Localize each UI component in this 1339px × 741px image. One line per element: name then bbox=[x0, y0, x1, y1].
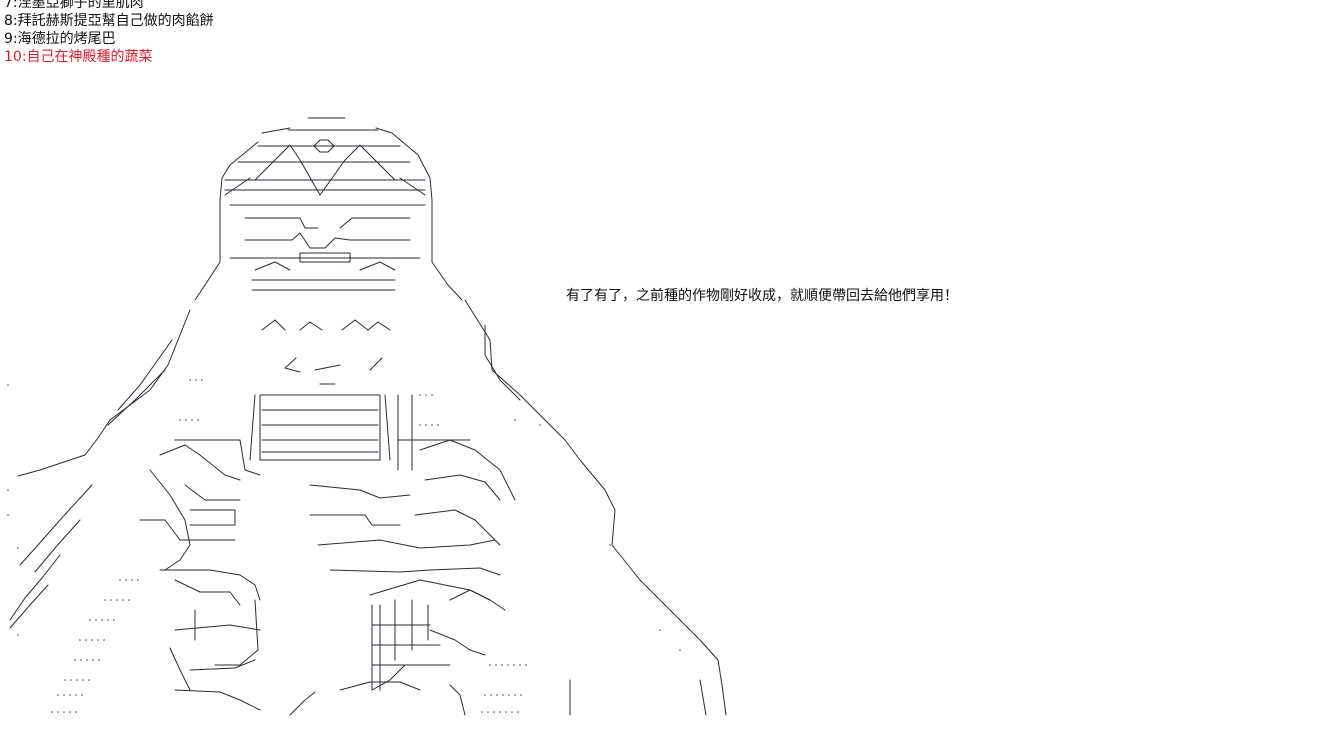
stipple-texture bbox=[7, 379, 681, 713]
legs bbox=[194, 599, 571, 716]
face bbox=[244, 217, 411, 385]
arms bbox=[139, 439, 516, 606]
list-item-9: 9:海德拉的烤尾巴 bbox=[4, 31, 116, 47]
speech-text: 有了有了，之前種的作物剛好收成，就順便帶回去給他們享用！ bbox=[566, 288, 958, 304]
list-item-7: 7:涅墨亞獅子的里肌肉 bbox=[4, 0, 144, 11]
cloak bbox=[9, 299, 727, 716]
list-item-8: 8:拜託赫斯提亞幫自己做的肉餡餅 bbox=[4, 13, 214, 29]
item-list: 7:涅墨亞獅子的里肌肉 8:拜託赫斯提亞幫自己做的肉餡餅 9:海德拉的烤尾巴 1… bbox=[4, 0, 214, 66]
torso bbox=[249, 394, 471, 471]
basket bbox=[169, 579, 506, 711]
list-item-10: 10:自己在神殿種的蔬菜 bbox=[4, 49, 153, 65]
hood bbox=[194, 117, 463, 301]
